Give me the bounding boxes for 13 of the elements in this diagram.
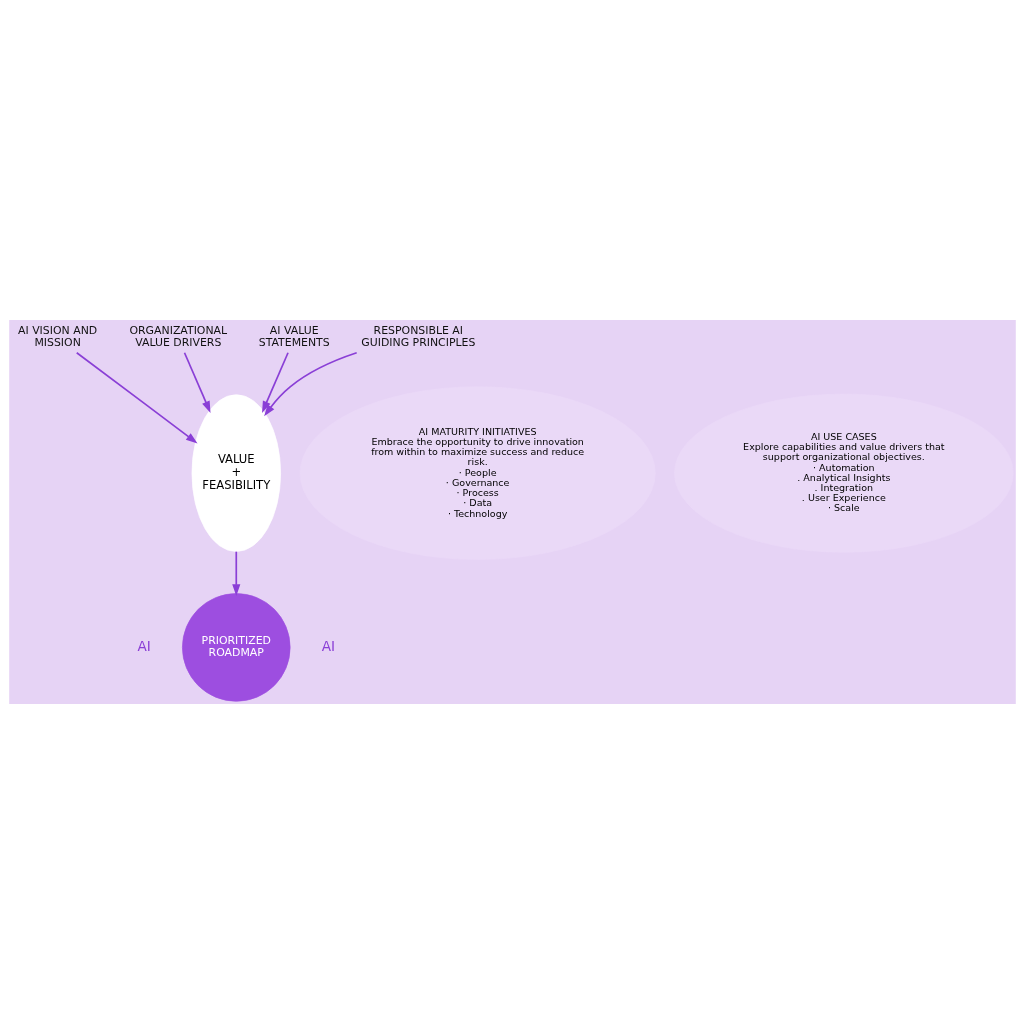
node-ellipse: VALUE + FEASIBILITY bbox=[191, 394, 281, 552]
label: AI bbox=[137, 637, 151, 654]
arrow bbox=[75, 351, 198, 444]
arrow bbox=[263, 351, 358, 417]
arrow bbox=[183, 351, 210, 413]
node-circle: PRIORITIZED ROADMAP bbox=[181, 593, 290, 702]
node-text: AI VALUE STATEMENTS bbox=[258, 324, 330, 350]
node-text: AI VISION AND MISSION bbox=[17, 324, 97, 350]
label: AI bbox=[321, 637, 335, 654]
arrow bbox=[231, 550, 240, 596]
node-text: RESPONSIBLE AI GUIDING PRINCIPLES bbox=[360, 324, 475, 350]
arrow bbox=[261, 351, 289, 413]
node-text: ORGANIZATIONAL VALUE DRIVERS bbox=[128, 324, 227, 350]
